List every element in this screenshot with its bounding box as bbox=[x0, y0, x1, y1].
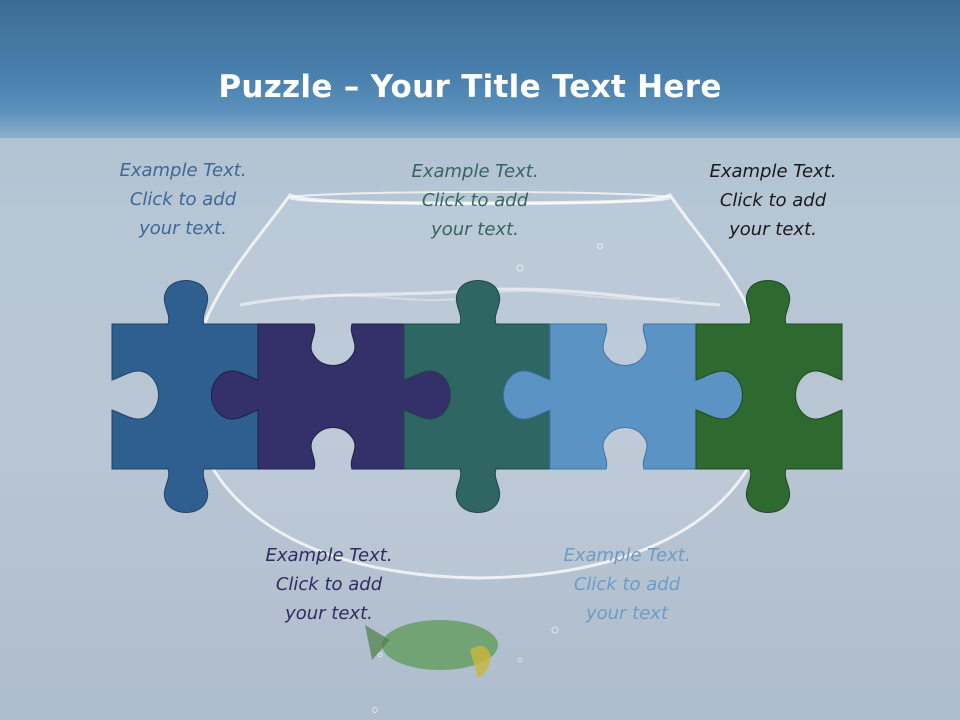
caption-line: your text. bbox=[431, 219, 519, 240]
caption-line: Click to add bbox=[275, 574, 383, 595]
caption-line: Click to add bbox=[573, 574, 681, 595]
caption-line: Example Text. bbox=[119, 160, 247, 181]
caption-line: Click to add bbox=[421, 190, 529, 211]
caption-line: Click to add bbox=[129, 189, 237, 210]
caption-text-3[interactable]: Example Text. Click to add your text. bbox=[385, 157, 565, 244]
caption-line: your text. bbox=[139, 218, 227, 239]
title-rest: – Your Title Text Here bbox=[332, 68, 722, 105]
caption-text-4[interactable]: Example Text. Click to add your text bbox=[537, 541, 717, 628]
caption-line: your text. bbox=[729, 219, 817, 240]
caption-line: Example Text. bbox=[709, 161, 837, 182]
title-bold: Puzzle bbox=[218, 68, 333, 105]
caption-line: Example Text. bbox=[265, 545, 393, 566]
caption-text-1[interactable]: Example Text. Click to add your text. bbox=[93, 156, 273, 243]
title-banner bbox=[0, 0, 960, 138]
caption-text-2[interactable]: Example Text. Click to add your text. bbox=[239, 541, 419, 628]
caption-line: Click to add bbox=[719, 190, 827, 211]
caption-line: your text. bbox=[285, 603, 373, 624]
caption-line: your text bbox=[585, 603, 669, 624]
fish-icon bbox=[365, 620, 498, 678]
slide-title[interactable]: Puzzle – Your Title Text Here bbox=[0, 69, 940, 105]
puzzle-piece-green[interactable] bbox=[695, 280, 843, 513]
caption-line: Example Text. bbox=[563, 545, 691, 566]
caption-line: Example Text. bbox=[411, 161, 539, 182]
caption-text-5[interactable]: Example Text. Click to add your text. bbox=[683, 157, 863, 244]
